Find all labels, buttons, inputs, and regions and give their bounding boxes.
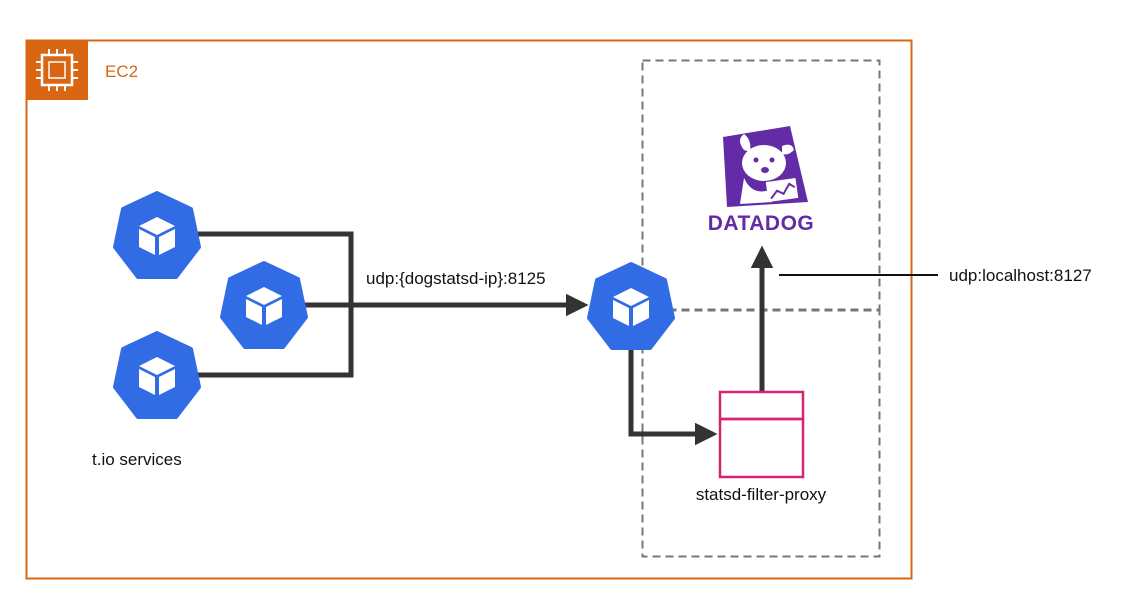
kubernetes-pod-icon [220, 261, 308, 349]
proxy-label: statsd-filter-proxy [696, 485, 827, 504]
datadog-dog-logo [723, 126, 808, 207]
kubernetes-pod-icon [587, 262, 675, 350]
connector-service-3 [198, 305, 354, 378]
connector-service-1 [198, 231, 354, 305]
ec2-label: EC2 [105, 62, 138, 81]
edge-label-to-agent: udp:{dogstatsd-ip}:8125 [366, 269, 546, 288]
ec2-boundary [25, 39, 913, 580]
edge-label-to-datadog: udp:localhost:8127 [949, 266, 1092, 285]
arrow-agent-to-proxy [628, 348, 718, 446]
window-box-icon [718, 390, 805, 479]
ec2-chip-icon [26, 40, 88, 100]
services-label: t.io services [92, 450, 182, 469]
kubernetes-pod-icon [113, 331, 201, 419]
service-connectors [198, 231, 354, 378]
datadog-wordmark: DATADOG [708, 212, 815, 235]
kubernetes-pod-icon [113, 191, 201, 279]
